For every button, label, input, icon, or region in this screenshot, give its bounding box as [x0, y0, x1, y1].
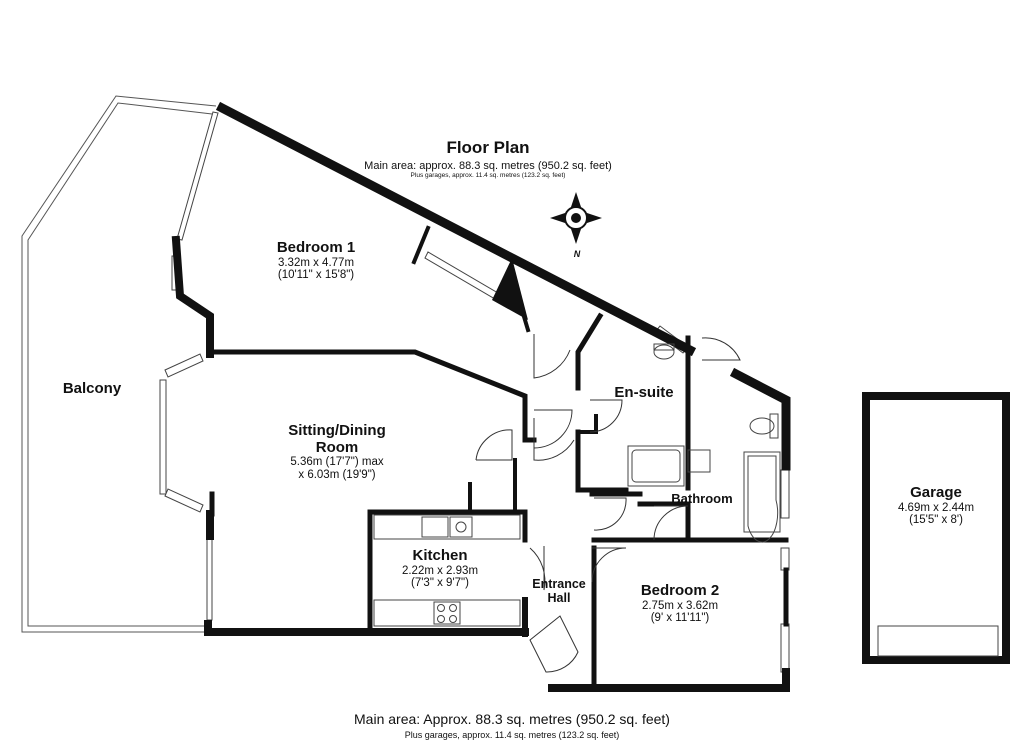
room-name: Room	[315, 438, 359, 456]
compass-rose-icon	[550, 192, 602, 244]
room-name: Bedroom 1	[276, 239, 356, 256]
room-ensuite: En-suite	[614, 384, 674, 401]
room-dimensions-metric: 2.22m x 2.93m	[401, 564, 479, 577]
room-sitting-dining: Sitting/Dining Room 5.36m (17'7") max x …	[262, 422, 412, 481]
room-dimensions: 5.36m (17'7") max	[290, 456, 384, 468]
door-swings	[475, 334, 741, 673]
plan-title: Floor Plan	[446, 138, 530, 157]
room-bathroom: Bathroom	[671, 491, 733, 506]
bathroom-fittings	[627, 343, 781, 543]
garage-outline	[862, 392, 1010, 664]
room-dimensions-imperial: (15'5" x 8')	[909, 514, 963, 527]
kitchen-fittings	[373, 514, 521, 627]
footer-garages-area: Plus garages, approx. 11.4 sq. metres (1…	[404, 730, 620, 740]
plan-garages-area: Plus garages, approx. 11.4 sq. metres (1…	[410, 172, 566, 179]
room-dimensions-imperial: (10'11" x 15'8")	[277, 269, 355, 282]
room-entrance-hall: Entrance Hall	[522, 577, 596, 606]
cupboard-marker	[492, 258, 528, 320]
footer-main-area: Main area: Approx. 88.3 sq. metres (950.…	[354, 711, 670, 727]
room-name: Entrance	[532, 577, 586, 591]
room-name: Sitting/Dining	[288, 422, 386, 439]
room-dimensions-metric: 4.69m x 2.44m	[897, 501, 975, 514]
room-dimensions-metric: 3.32m x 4.77m	[277, 256, 355, 269]
room-garage: Garage 4.69m x 2.44m (15'5" x 8')	[876, 484, 996, 527]
room-balcony: Balcony	[62, 380, 122, 397]
room-name: Bedroom 2	[640, 582, 720, 599]
room-dimensions-imperial: (7'3" x 9'7")	[411, 577, 469, 590]
room-bedroom-2: Bedroom 2 2.75m x 3.62m (9' x 11'11")	[620, 582, 740, 625]
room-dimensions-imperial: (9' x 11'11")	[650, 612, 710, 625]
room-dimensions-metric: 2.75m x 3.62m	[641, 599, 719, 612]
room-bedroom-1: Bedroom 1 3.32m x 4.77m (10'11" x 15'8")	[256, 239, 376, 282]
room-dimensions: x 6.03m (19'9")	[298, 468, 376, 481]
room-name: Hall	[547, 590, 571, 605]
compass-north-label: N	[573, 249, 581, 259]
plan-main-area: Main area: approx. 88.3 sq. metres (950.…	[364, 160, 612, 172]
room-name: Kitchen	[412, 547, 468, 564]
room-name: Garage	[910, 484, 962, 501]
room-kitchen: Kitchen 2.22m x 2.93m (7'3" x 9'7")	[380, 547, 500, 590]
